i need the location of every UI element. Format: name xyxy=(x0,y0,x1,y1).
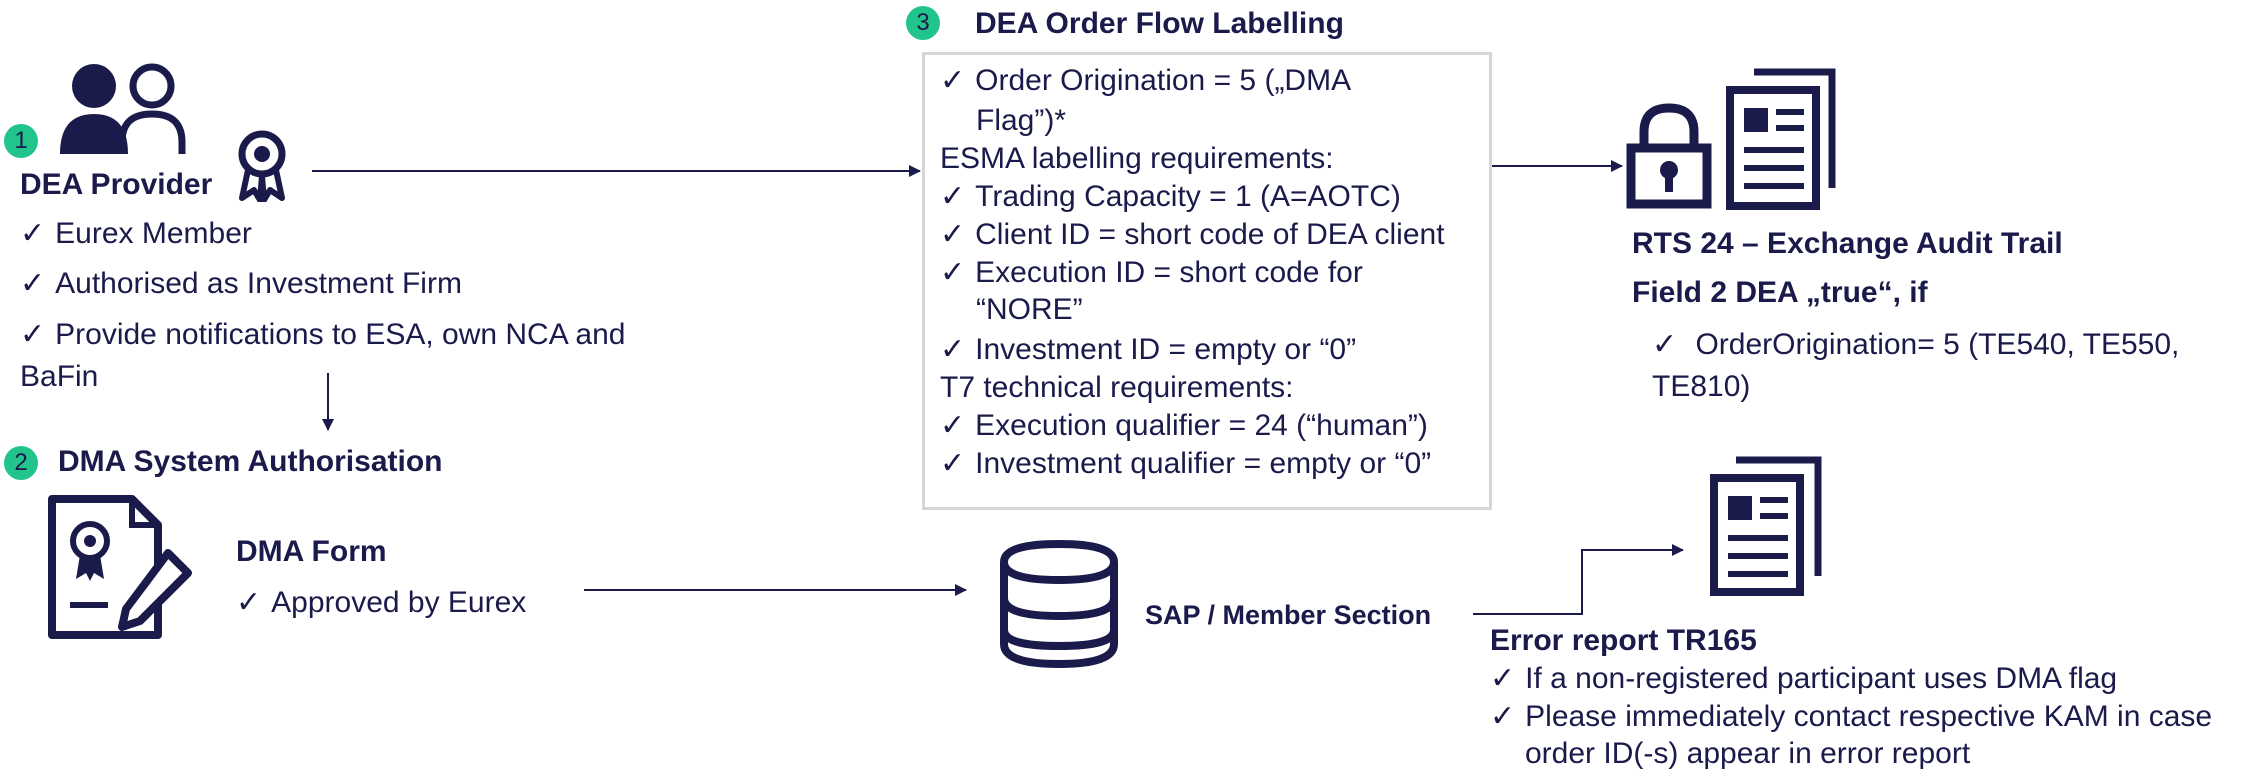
people-icon xyxy=(58,56,188,156)
label-order-origination: Order Origination = 5 („DMA xyxy=(940,62,1351,100)
step-badge-3: 3 xyxy=(906,6,940,40)
esma-heading: ESMA labelling requirements: xyxy=(940,142,1334,175)
error-item-contact-kam-cont: order ID(-s) appear in error report xyxy=(1525,737,1971,770)
audit-item-order-origination-cont: TE810) xyxy=(1652,370,1751,403)
award-ribbon-icon xyxy=(236,130,288,203)
error-item-contact-kam: Please immediately contact respective KA… xyxy=(1490,698,2212,736)
provider-item-notifications: Provide notifications to ESA, own NCA an… xyxy=(20,316,625,354)
label-trading-capacity: Trading Capacity = 1 (A=AOTC) xyxy=(940,178,1401,216)
provider-title: DEA Provider xyxy=(20,168,213,201)
lock-icon xyxy=(1626,102,1712,210)
t7-heading: T7 technical requirements: xyxy=(940,371,1294,404)
label-execution-id-cont: “NORE” xyxy=(976,293,1083,326)
database-icon xyxy=(998,539,1120,669)
label-investment-qualifier: Investment qualifier = empty or “0” xyxy=(940,445,1431,483)
sap-label: SAP / Member Section xyxy=(1145,600,1432,630)
label-execution-qualifier: Execution qualifier = 24 (“human”) xyxy=(940,407,1428,445)
audit-field: Field 2 DEA „true“, if xyxy=(1632,276,1928,309)
certificate-document-icon xyxy=(48,495,198,640)
labelling-box xyxy=(922,52,1492,510)
dma-form-item-approved: Approved by Eurex xyxy=(236,584,526,622)
audit-item-order-origination: OrderOrigination= 5 (TE540, TE550, xyxy=(1652,326,2179,364)
report-document-icon xyxy=(1724,68,1836,212)
error-report-icon xyxy=(1706,456,1824,598)
label-client-id: Client ID = short code of DEA client xyxy=(940,216,1444,254)
provider-item-authorised: Authorised as Investment Firm xyxy=(20,265,462,303)
labelling-title: DEA Order Flow Labelling xyxy=(975,7,1344,40)
error-item-non-registered: If a non-registered participant uses DMA… xyxy=(1490,660,2117,698)
label-investment-id: Investment ID = empty or “0” xyxy=(940,331,1356,369)
step-badge-1: 1 xyxy=(4,124,38,158)
step-badge-2: 2 xyxy=(4,446,38,480)
dma-auth-title: DMA System Authorisation xyxy=(58,445,443,478)
dma-form-title: DMA Form xyxy=(236,535,387,568)
arrow-sap-to-error xyxy=(1473,544,1684,615)
error-title: Error report TR165 xyxy=(1490,624,1757,657)
label-execution-id: Execution ID = short code for xyxy=(940,254,1363,292)
provider-item-notifications-cont: BaFin xyxy=(20,360,99,393)
audit-title: RTS 24 – Exchange Audit Trail xyxy=(1632,227,2063,260)
label-order-origination-cont: Flag”)* xyxy=(976,104,1067,137)
provider-item-eurex-member: Eurex Member xyxy=(20,215,252,253)
